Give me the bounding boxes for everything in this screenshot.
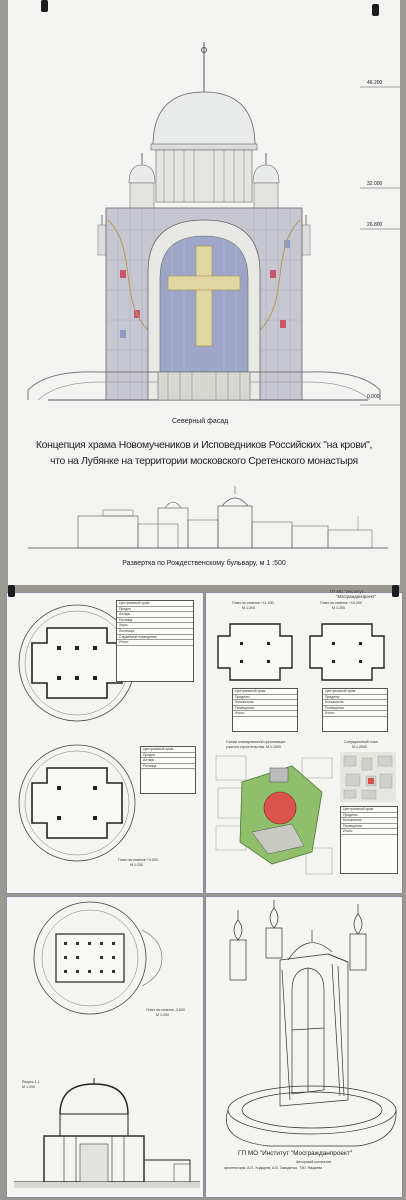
pushpin <box>392 585 399 597</box>
pushpin <box>8 585 15 597</box>
situation-plan-caption: Ситуационный план <box>344 740 378 744</box>
legend-row: Итого: <box>341 829 397 835</box>
site-plan-drawing <box>215 755 333 875</box>
legend-table-small: Центральный храм Придел Алтарь Ризница <box>140 746 196 794</box>
legend-table: Центральный храм Приделы Колокольня Поме… <box>322 688 388 732</box>
plan-scale: М 1:200 <box>130 863 143 867</box>
site-plan-caption: Схема планировочной организации <box>226 740 286 744</box>
legend-row: Приделы <box>323 695 387 701</box>
legend-row: Центральный храм <box>341 807 397 813</box>
section-scale: М 1:200 <box>22 1085 35 1089</box>
plan-drawing-lower <box>18 744 136 862</box>
legend-table: Центральный храм Приделы Колокольня Поме… <box>232 688 298 732</box>
pushpin <box>41 0 48 12</box>
project-title-line-2: что на Лубянке на территории московского… <box>50 456 358 467</box>
north-facade-drawing <box>27 42 400 406</box>
plan-scale: М 1:200 <box>332 606 345 610</box>
level-mark: 32.000 <box>367 181 383 187</box>
legend-row: Помещения <box>341 824 397 830</box>
lower-plan-caption: План на отметке -3.600 <box>146 1008 186 1012</box>
authors-caption: Авторский коллектив <box>296 1160 332 1164</box>
legend-row: Алтарь <box>141 758 195 764</box>
legend-row: Придел <box>117 607 193 613</box>
legend-row: Служебные помещения <box>117 635 193 641</box>
sheet-perspective <box>205 896 403 1198</box>
situation-plan-drawing <box>340 752 396 802</box>
legend-row: Центральный храм <box>233 689 297 695</box>
legend-row: Хоры <box>117 623 193 629</box>
level-mark: 46.200 <box>367 80 383 86</box>
legend-row: Ризница <box>117 618 193 624</box>
legend-row: Центральный храм <box>117 601 193 607</box>
legend-row: Алтарь <box>117 612 193 618</box>
legend-row: Центральный храм <box>323 689 387 695</box>
section-caption: Разрез 1-1 <box>22 1080 40 1084</box>
street-elevation-drawing <box>28 486 388 549</box>
plan-scale: М 1:200 <box>242 606 255 610</box>
level-mark: 0.000 <box>367 394 380 400</box>
facade-caption: Северный фасад <box>172 418 229 425</box>
elevation-caption: Развертка по Рождественскому бульвару, м… <box>122 560 286 567</box>
legend-row: Приделы <box>233 695 297 701</box>
site-legend: Центральный храм Приделы Колокольня Поме… <box>340 806 398 874</box>
authors-list: архитекторы: А.П. Ходырев, А.В. Закиденк… <box>224 1166 323 1170</box>
site-plan-caption-2: участка строительства. М 1:1000 <box>226 745 281 749</box>
level-mark: 26.800 <box>367 222 383 228</box>
perspective-sketch <box>226 900 397 1147</box>
legend-row: Итого: <box>323 711 387 717</box>
plan-caption: План на отметке +3.000 <box>118 858 158 862</box>
pushpin <box>372 4 379 16</box>
legend-row: Колокольня <box>341 818 397 824</box>
legend-row: Ризница <box>141 764 195 770</box>
legend-row: Итого: <box>117 640 193 646</box>
legend-row: Центральный храм <box>141 747 195 753</box>
org-footer: ГП МО "Институт "Мосгражданпроект" <box>238 1150 353 1157</box>
legend-row: Лестница <box>117 629 193 635</box>
legend-row: Колокольня <box>323 700 387 706</box>
org-header: ГП МО "Институт <box>330 589 364 594</box>
legend-table: Центральный храм Придел Алтарь Ризница Х… <box>116 600 194 682</box>
project-title-line-1: Концепция храма Новомучеников и Исповедн… <box>35 440 373 451</box>
plan-drawings-pair <box>217 623 385 681</box>
legend-row: Помещения <box>323 706 387 712</box>
legend-row: Придел <box>141 753 195 759</box>
legend-row: Помещения <box>233 706 297 712</box>
legend-row: Итого: <box>233 711 297 717</box>
legend-row: Колокольня <box>233 700 297 706</box>
org-header-2: "Мосгражданпроект" <box>336 594 377 599</box>
section-drawing <box>14 1078 200 1188</box>
legend-row: Приделы <box>341 813 397 819</box>
situation-plan-scale: М 1:2000 <box>352 745 367 749</box>
lower-plan-scale: М 1:200 <box>156 1013 169 1017</box>
lower-level-plan-drawing <box>33 901 163 1015</box>
plan-caption: План на отметке +11.200 <box>232 601 274 605</box>
plan-caption: План на отметке +15.200 <box>320 601 362 605</box>
